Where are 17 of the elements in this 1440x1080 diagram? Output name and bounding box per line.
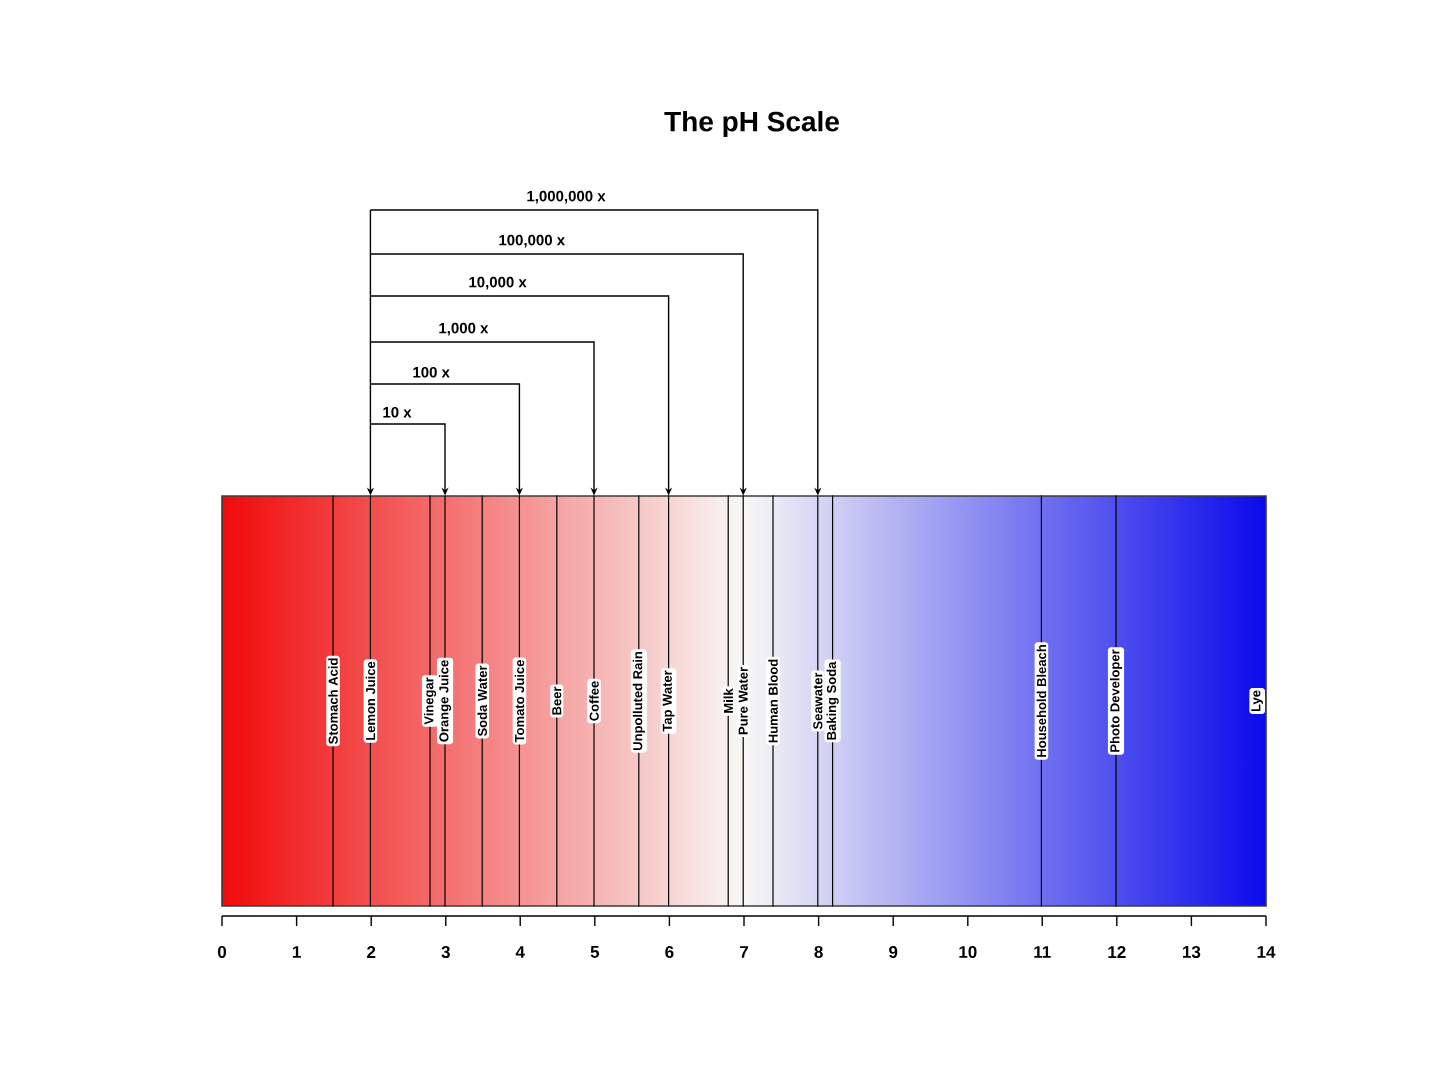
tick-label: 13 bbox=[1183, 945, 1201, 958]
tick-label: 9 bbox=[889, 946, 898, 958]
title: The pH Scale bbox=[664, 110, 839, 138]
tick-label: 6 bbox=[665, 946, 674, 958]
tick-label: 11 bbox=[1034, 946, 1051, 958]
tick-label: 7 bbox=[740, 946, 748, 958]
ph-scale-bar bbox=[221, 495, 1267, 907]
tick-label: 3 bbox=[441, 945, 450, 958]
tick-label: 14 bbox=[1257, 946, 1276, 958]
tick-label: 12 bbox=[1108, 946, 1126, 958]
tick-label: 4 bbox=[515, 946, 525, 958]
tick-label: 8 bbox=[814, 946, 823, 958]
tick-label: 1 bbox=[292, 946, 301, 958]
tick-label: 2 bbox=[367, 946, 376, 958]
tick-label: 0 bbox=[217, 946, 227, 958]
tick-label: 10 bbox=[959, 946, 977, 958]
tick-label: 5 bbox=[590, 946, 600, 958]
